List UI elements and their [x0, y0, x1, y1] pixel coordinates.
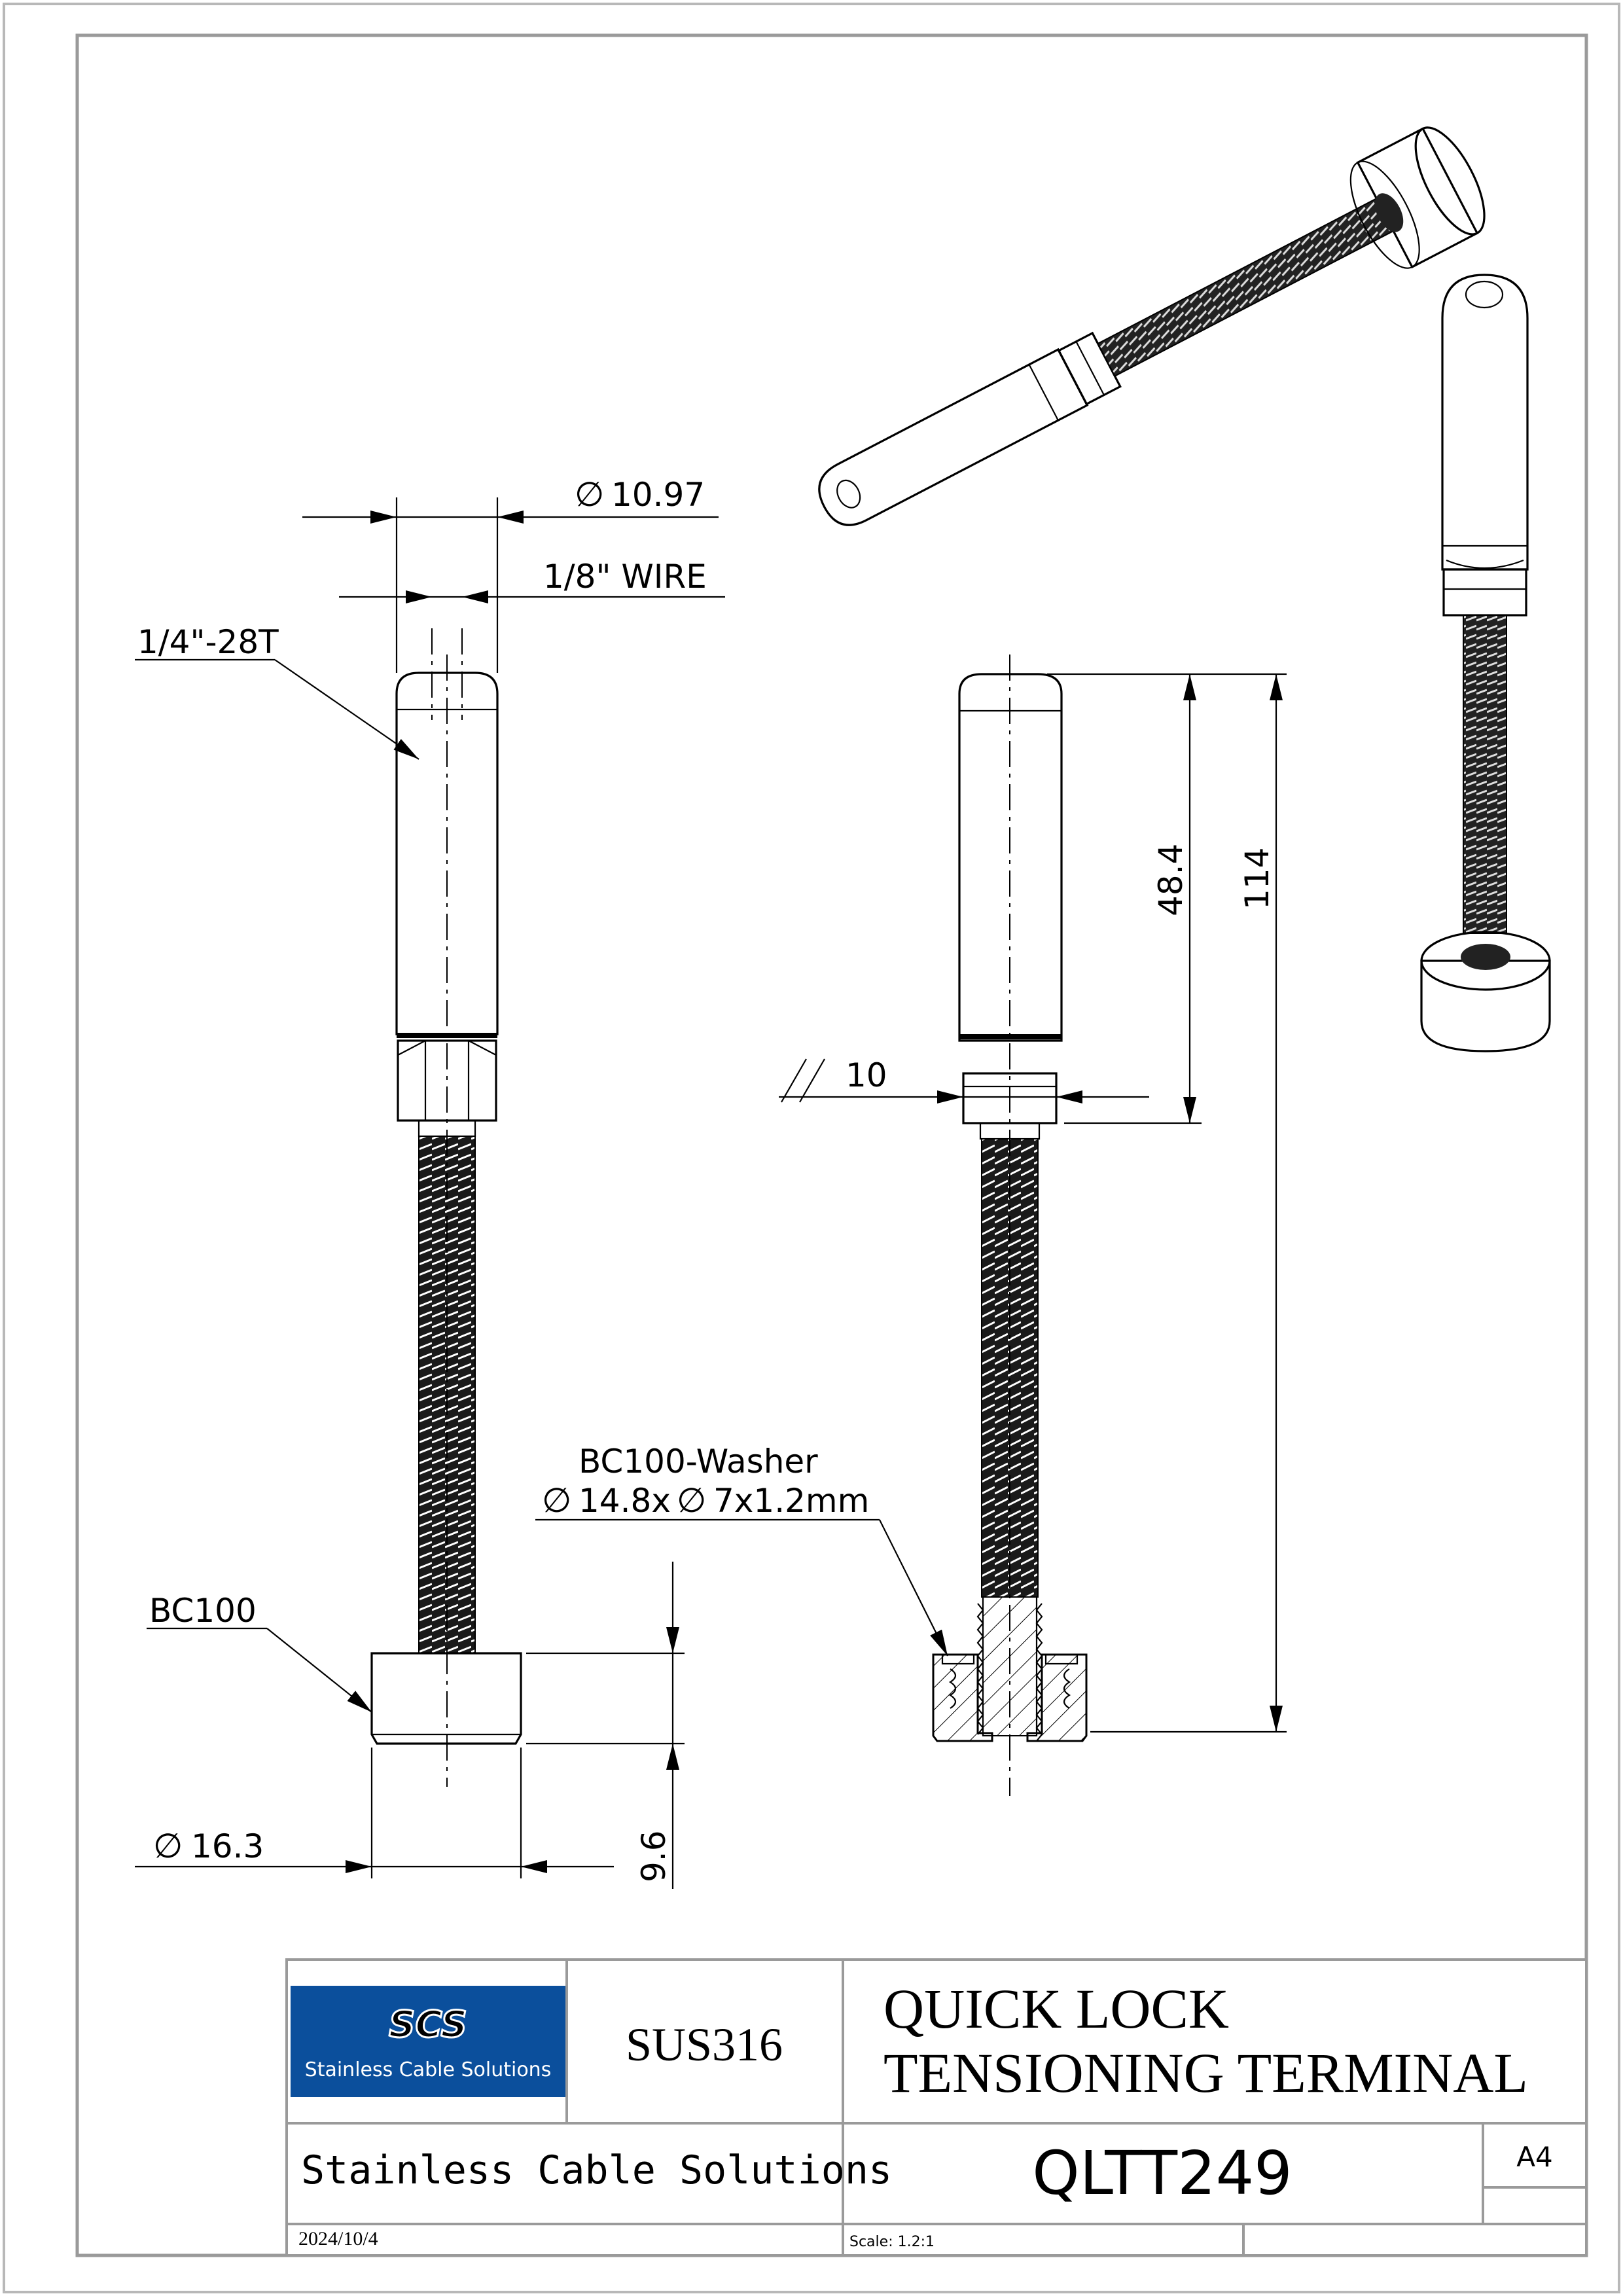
drawing-date: 2024/10/4: [298, 2228, 378, 2250]
dim-thread: 1/4"-28T: [137, 623, 279, 661]
dim-base-height: 9.6: [635, 1830, 673, 1882]
section-cap-right: [1026, 1653, 1088, 1742]
title-line-2: TENSIONING TERMINAL: [883, 2041, 1528, 2104]
section-view: [932, 655, 1088, 1796]
dim-diameter-top: 10.97: [611, 476, 705, 514]
front-dimensions: ∅ 10.97 1/8" WIRE 1/4"-28T BC100 ∅ 16.3 …: [135, 475, 725, 1889]
dim-wire: 1/8" WIRE: [543, 558, 707, 596]
washer-dia-symbol-a: ∅: [542, 1481, 571, 1520]
section-dimensions: 10 48.4 114 BC100-Washer ∅ 14.8x ∅ 7x1.2…: [535, 673, 1287, 1733]
isometric-view-diagonal: [818, 126, 1486, 526]
logo-text: Stainless Cable Solutions: [305, 2058, 552, 2081]
washer-spec-a: 14.8x: [579, 1482, 671, 1520]
dim-diameter-symbol: ∅: [575, 475, 604, 514]
dim-base-dia-symbol: ∅: [153, 1827, 183, 1866]
company-logo: [291, 1986, 565, 2097]
company-name: Stainless Cable Solutions: [301, 2147, 892, 2193]
washer-dia-symbol-b: ∅: [677, 1481, 706, 1520]
title-block: SCS Stainless Cable Solutions SUS316 QUI…: [285, 1958, 1588, 2257]
section-cap-left: [932, 1653, 993, 1742]
title-line-1: QUICK LOCK: [883, 1977, 1229, 2040]
front-view: [370, 628, 522, 1787]
sheet-frame: [3, 3, 1620, 2293]
isometric-view-vertical: [1420, 274, 1551, 1052]
dim-across-flats: 10: [846, 1056, 887, 1094]
washer-spec-b: 7x1.2mm: [713, 1482, 869, 1520]
dim-sleeve-length: 48.4: [1152, 844, 1190, 916]
part-number: QLTT249: [1032, 2138, 1292, 2208]
sleeve-outline: [395, 672, 499, 1035]
label-washer: BC100-Washer: [579, 1443, 818, 1480]
dim-base-diameter: 16.3: [191, 1827, 264, 1865]
label-bc100: BC100: [149, 1592, 257, 1630]
sheet-size: A4: [1516, 2141, 1552, 2173]
logo-mark: SCS: [389, 2003, 467, 2046]
dim-total-length: 114: [1238, 848, 1276, 910]
section-sleeve: [958, 673, 1063, 1042]
drawing-scale: Scale: 1.2:1: [849, 2234, 935, 2250]
material: SUS316: [626, 2018, 783, 2071]
